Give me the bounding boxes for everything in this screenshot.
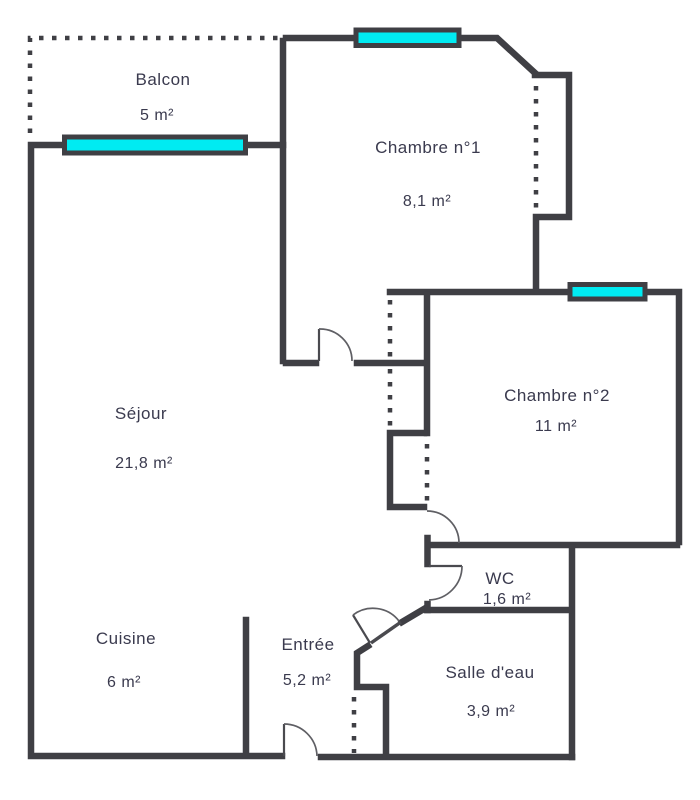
wall-sejour-left-bottom xyxy=(27,141,286,760)
window-chambre1 xyxy=(353,27,462,48)
room-label-wc: WC xyxy=(485,569,514,588)
room-area-wc: 1,6 m² xyxy=(483,591,532,608)
door-arcs xyxy=(283,328,463,757)
room-area-salledeau: 3,9 m² xyxy=(467,703,516,720)
room-label-balcon: Balcon xyxy=(136,70,191,89)
room-area-sejour: 21,8 m² xyxy=(115,455,173,472)
door-arc-chambre2 xyxy=(426,510,460,544)
room-label-salledeau: Salle d'eau xyxy=(445,663,534,682)
wall-entree-closet xyxy=(353,641,390,759)
door-leaves xyxy=(282,329,462,756)
window-chambre2 xyxy=(567,282,648,302)
door-leaf-salledeau xyxy=(352,614,371,644)
wall-entree-diagonal xyxy=(397,604,429,627)
window-sejour-balcony xyxy=(62,134,248,156)
room-area-chambre1: 8,1 m² xyxy=(403,193,452,210)
door-closed-salledeau xyxy=(369,620,403,645)
room-area-chambre2: 11 m² xyxy=(535,418,577,435)
room-label-entree: Entrée xyxy=(281,635,334,654)
room-area-cuisine: 6 m² xyxy=(107,674,141,691)
wall-chambre1-top-right-diagonal xyxy=(455,34,540,78)
door-arc-wc xyxy=(428,565,463,601)
room-area-balcon: 5 m² xyxy=(140,107,174,124)
room-area-entree: 5,2 m² xyxy=(283,672,332,689)
room-label-chambre1: Chambre n°1 xyxy=(375,138,481,157)
room-label-sejour: Séjour xyxy=(115,404,167,423)
walls xyxy=(27,34,683,761)
wall-corridor-u xyxy=(386,429,428,511)
wall-chambre1-closet-niche xyxy=(531,71,573,293)
door-arc-salledeau xyxy=(352,607,400,622)
dashed-boundaries xyxy=(27,35,539,753)
dashed-balcony-edge xyxy=(27,35,284,133)
door-arc-entrance xyxy=(283,723,318,757)
room-label-chambre2: Chambre n°2 xyxy=(504,386,610,405)
room-label-cuisine: Cuisine xyxy=(96,629,156,648)
door-arc-chambre1 xyxy=(318,328,353,362)
windows xyxy=(62,27,648,302)
room-labels: Balcon 5 m² Chambre n°1 8,1 m² Chambre n… xyxy=(96,70,610,720)
wall-chambre2-top-right xyxy=(386,288,683,546)
